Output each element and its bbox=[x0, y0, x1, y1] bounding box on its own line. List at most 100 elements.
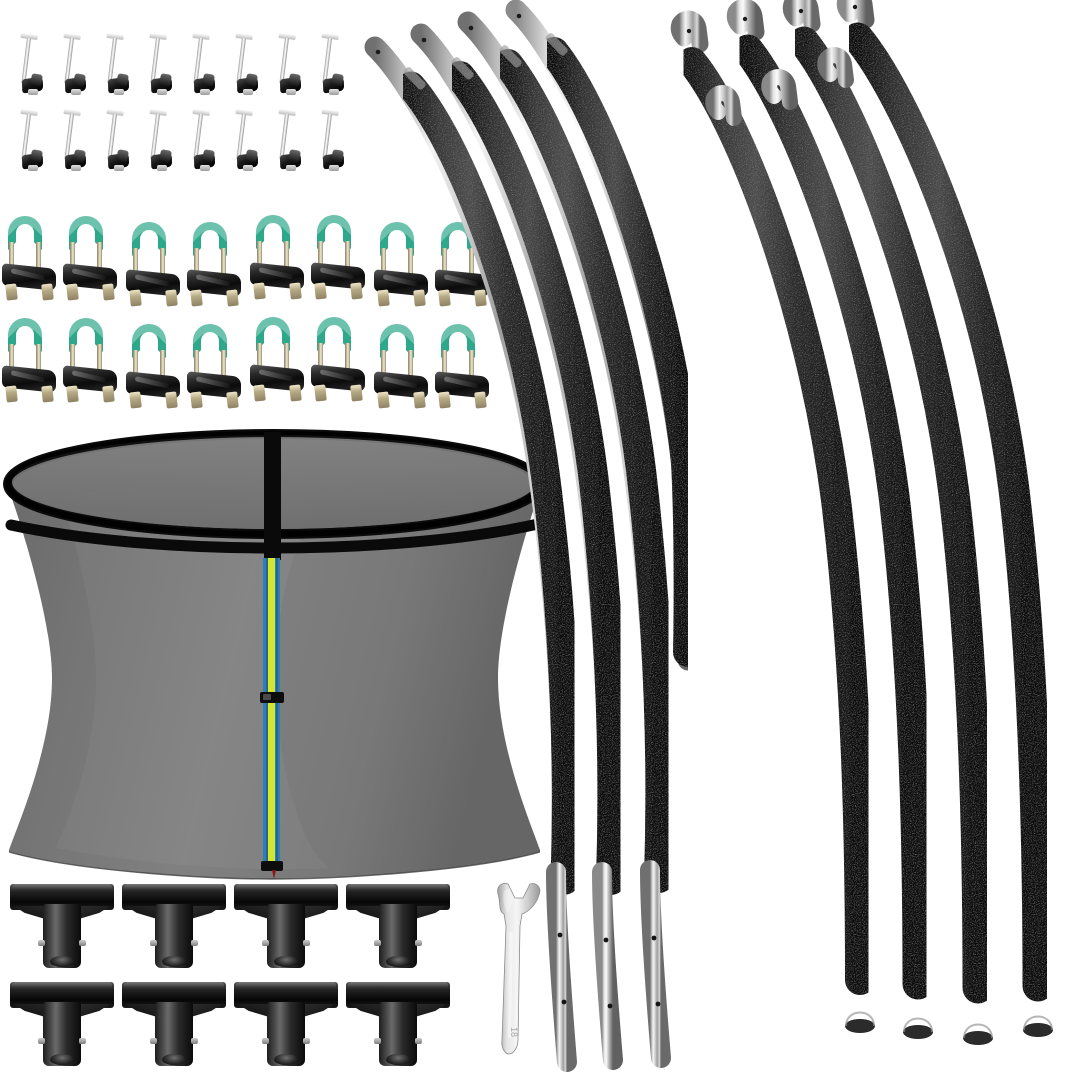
bolt-item bbox=[272, 32, 306, 96]
bolt-item bbox=[143, 32, 177, 96]
pole-right-1-foam bbox=[677, 47, 875, 995]
u-clamp-item bbox=[2, 216, 58, 308]
pole-bundle-left bbox=[364, 0, 688, 1072]
pole-left-3 bbox=[457, 11, 676, 1068]
bolt-item bbox=[57, 108, 91, 172]
pole-right-3-end-cap bbox=[963, 1031, 993, 1045]
pole-left-4-foam bbox=[539, 37, 688, 667]
t-joint-item bbox=[234, 880, 338, 972]
zipper-slider-lower bbox=[261, 861, 283, 871]
pole-left-2-foam bbox=[445, 61, 628, 895]
bolt-item bbox=[186, 108, 220, 172]
zipper-tape-shadow-right bbox=[276, 558, 278, 868]
bolt-item bbox=[100, 108, 134, 172]
pole-left-3-top-hole bbox=[468, 25, 474, 31]
pole-left-2-hole bbox=[603, 937, 609, 943]
t-joint-item bbox=[346, 880, 450, 972]
pole-bundle-right bbox=[670, 0, 1054, 1045]
pole-left-1-hole-b bbox=[561, 999, 567, 1005]
pole-right-4-end-ring bbox=[1023, 1015, 1053, 1031]
u-clamp-item bbox=[311, 215, 367, 307]
pole-left-3-bottom-tube bbox=[640, 860, 671, 1068]
zipper-teeth bbox=[268, 558, 275, 868]
zipper-pull-tab bbox=[272, 870, 276, 879]
pole-right-3-top-hole bbox=[798, 8, 804, 14]
t-joint-item bbox=[122, 880, 226, 972]
pole-right-4-end-cap bbox=[1023, 1023, 1053, 1037]
wrench-tool: 18 bbox=[497, 883, 541, 1055]
u-clamp-item bbox=[374, 222, 430, 314]
pole-left-2-hole-b bbox=[607, 1003, 613, 1009]
pole-right-2-ferrule bbox=[726, 0, 765, 41]
net-vertical-strap bbox=[264, 432, 281, 560]
bolt-item bbox=[143, 108, 177, 172]
pole-right-4 bbox=[836, 0, 1054, 1037]
wrench-handle-highlight bbox=[508, 932, 513, 1038]
pole-left-1-foam bbox=[396, 71, 581, 895]
pole-right-4-top-hole bbox=[852, 4, 858, 10]
bolt-item bbox=[186, 32, 220, 96]
net-highlight bbox=[56, 492, 330, 870]
bolt-item bbox=[315, 108, 349, 172]
pole-right-2 bbox=[726, 0, 934, 1039]
t-joint-item bbox=[10, 978, 114, 1070]
zipper-slider-upper-detail bbox=[263, 694, 271, 700]
pole-left-1-hole bbox=[557, 932, 563, 938]
wrench-highlight bbox=[503, 888, 513, 913]
bolt-item bbox=[14, 108, 48, 172]
u-clamp-item bbox=[126, 324, 182, 416]
pole-left-4-top-hole bbox=[516, 13, 522, 19]
net-bottom-hem bbox=[8, 851, 541, 880]
bolt-item bbox=[229, 32, 263, 96]
t-joint-item bbox=[122, 978, 226, 1070]
zipper-tape-shadow-left bbox=[266, 558, 268, 868]
pole-right-1-top-hole bbox=[686, 28, 692, 34]
pole-left-1-bottom-tube bbox=[546, 862, 577, 1072]
u-clamp-item bbox=[63, 216, 119, 308]
pole-left-3-hole-b bbox=[655, 1001, 661, 1007]
pole-right-4-foam bbox=[842, 22, 1054, 1002]
u-clamp-item bbox=[187, 324, 243, 416]
pole-right-inner-ferrules bbox=[705, 47, 854, 126]
pole-right-3-foam bbox=[788, 26, 994, 1004]
u-clamp-item bbox=[435, 324, 491, 416]
u-clamp-item bbox=[2, 318, 58, 410]
pole-left-2-bottom-tube bbox=[592, 862, 623, 1070]
pole-left-3-foam bbox=[493, 49, 676, 893]
pole-right-1-end-ring bbox=[845, 1011, 875, 1027]
bolt-set bbox=[0, 0, 345, 210]
pole-right-2-foam bbox=[732, 34, 934, 1000]
t-joint-item bbox=[346, 978, 450, 1070]
wrench-body bbox=[497, 883, 541, 1055]
pole-left-1-top-hole bbox=[375, 49, 381, 55]
t-joint-item bbox=[234, 978, 338, 1070]
u-clamp-item bbox=[63, 318, 119, 410]
pole-left-2 bbox=[410, 23, 628, 1070]
pole-left-2-top-hole bbox=[421, 37, 427, 43]
pole-right-1-end-cap bbox=[845, 1019, 875, 1033]
u-clamp-item bbox=[187, 222, 243, 314]
t-joint-item bbox=[10, 880, 114, 972]
pole-right-3-ferrule bbox=[782, 0, 821, 33]
bolt-item bbox=[57, 32, 91, 96]
u-clamp-item bbox=[311, 317, 367, 409]
safety-net-enclosure bbox=[3, 429, 545, 880]
pole-right-2-top-hole bbox=[742, 16, 748, 22]
pole-right-2-end-ring bbox=[903, 1017, 933, 1033]
u-clamp-item bbox=[374, 324, 430, 416]
pole-left-3-hole bbox=[651, 935, 657, 941]
pole-right-1 bbox=[670, 10, 875, 1033]
bolt-item bbox=[315, 32, 349, 96]
pole-right-4-ferrule bbox=[836, 0, 875, 29]
wrench-size-marking: 18 bbox=[509, 1027, 519, 1037]
t-joint-set bbox=[0, 0, 460, 1080]
bolt-item bbox=[229, 108, 263, 172]
pole-left-ferrules bbox=[403, 33, 568, 90]
pole-right-1-ferrule bbox=[670, 10, 709, 53]
bolt-item bbox=[272, 108, 306, 172]
pole-left-4 bbox=[505, 0, 688, 671]
pole-right-3-end-ring bbox=[963, 1023, 993, 1039]
u-clamp-item bbox=[250, 215, 306, 307]
bolt-item bbox=[14, 32, 48, 96]
